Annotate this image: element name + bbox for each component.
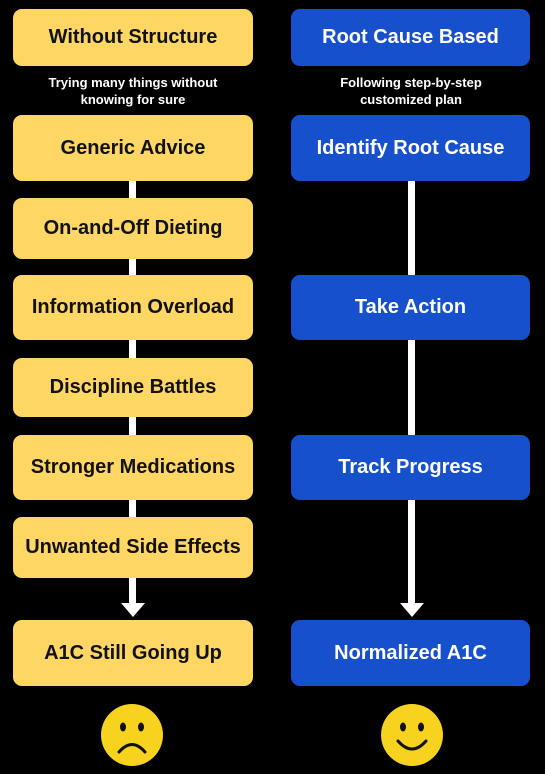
right-step-track-progress: Track Progress [291,435,530,500]
right-step-take-action: Take Action [291,275,530,340]
happy-face-circle [381,704,443,766]
sad-face-left-eye [120,722,126,732]
left-subtitle-line-1: Trying many things without [48,75,218,90]
right-subtitle: Following step-by-step customized plan [281,74,541,108]
left-step-unwanted-side-effects: Unwanted Side Effects [13,517,253,578]
sad-face-right-eye [138,722,144,732]
happy-face-icon [381,704,443,766]
happy-face-smile [396,739,428,751]
left-step-generic-advice: Generic Advice [13,115,253,181]
sad-face-frown [117,743,147,754]
left-step-stronger-medications: Stronger Medications [13,435,253,500]
right-header: Root Cause Based [291,9,530,66]
left-subtitle: Trying many things without knowing for s… [3,74,263,108]
sad-face-circle [101,704,163,766]
left-step-on-and-off-dieting: On-and-Off Dieting [13,198,253,259]
happy-face-left-eye [400,722,406,732]
right-outcome: Normalized A1C [291,620,530,686]
left-step-information-overload: Information Overload [13,275,253,340]
happy-face-right-eye [418,722,424,732]
right-subtitle-line-1: Following step-by-step [340,75,482,90]
right-step-identify-root-cause: Identify Root Cause [291,115,530,181]
left-header: Without Structure [13,9,253,66]
left-step-discipline-battles: Discipline Battles [13,358,253,417]
right-flow-line [408,175,415,605]
left-subtitle-line-2: knowing for sure [80,92,186,107]
sad-face-icon [101,704,163,766]
right-arrowhead [400,603,424,617]
left-outcome: A1C Still Going Up [13,620,253,686]
right-subtitle-line-2: customized plan [360,92,462,107]
left-arrowhead [121,603,145,617]
